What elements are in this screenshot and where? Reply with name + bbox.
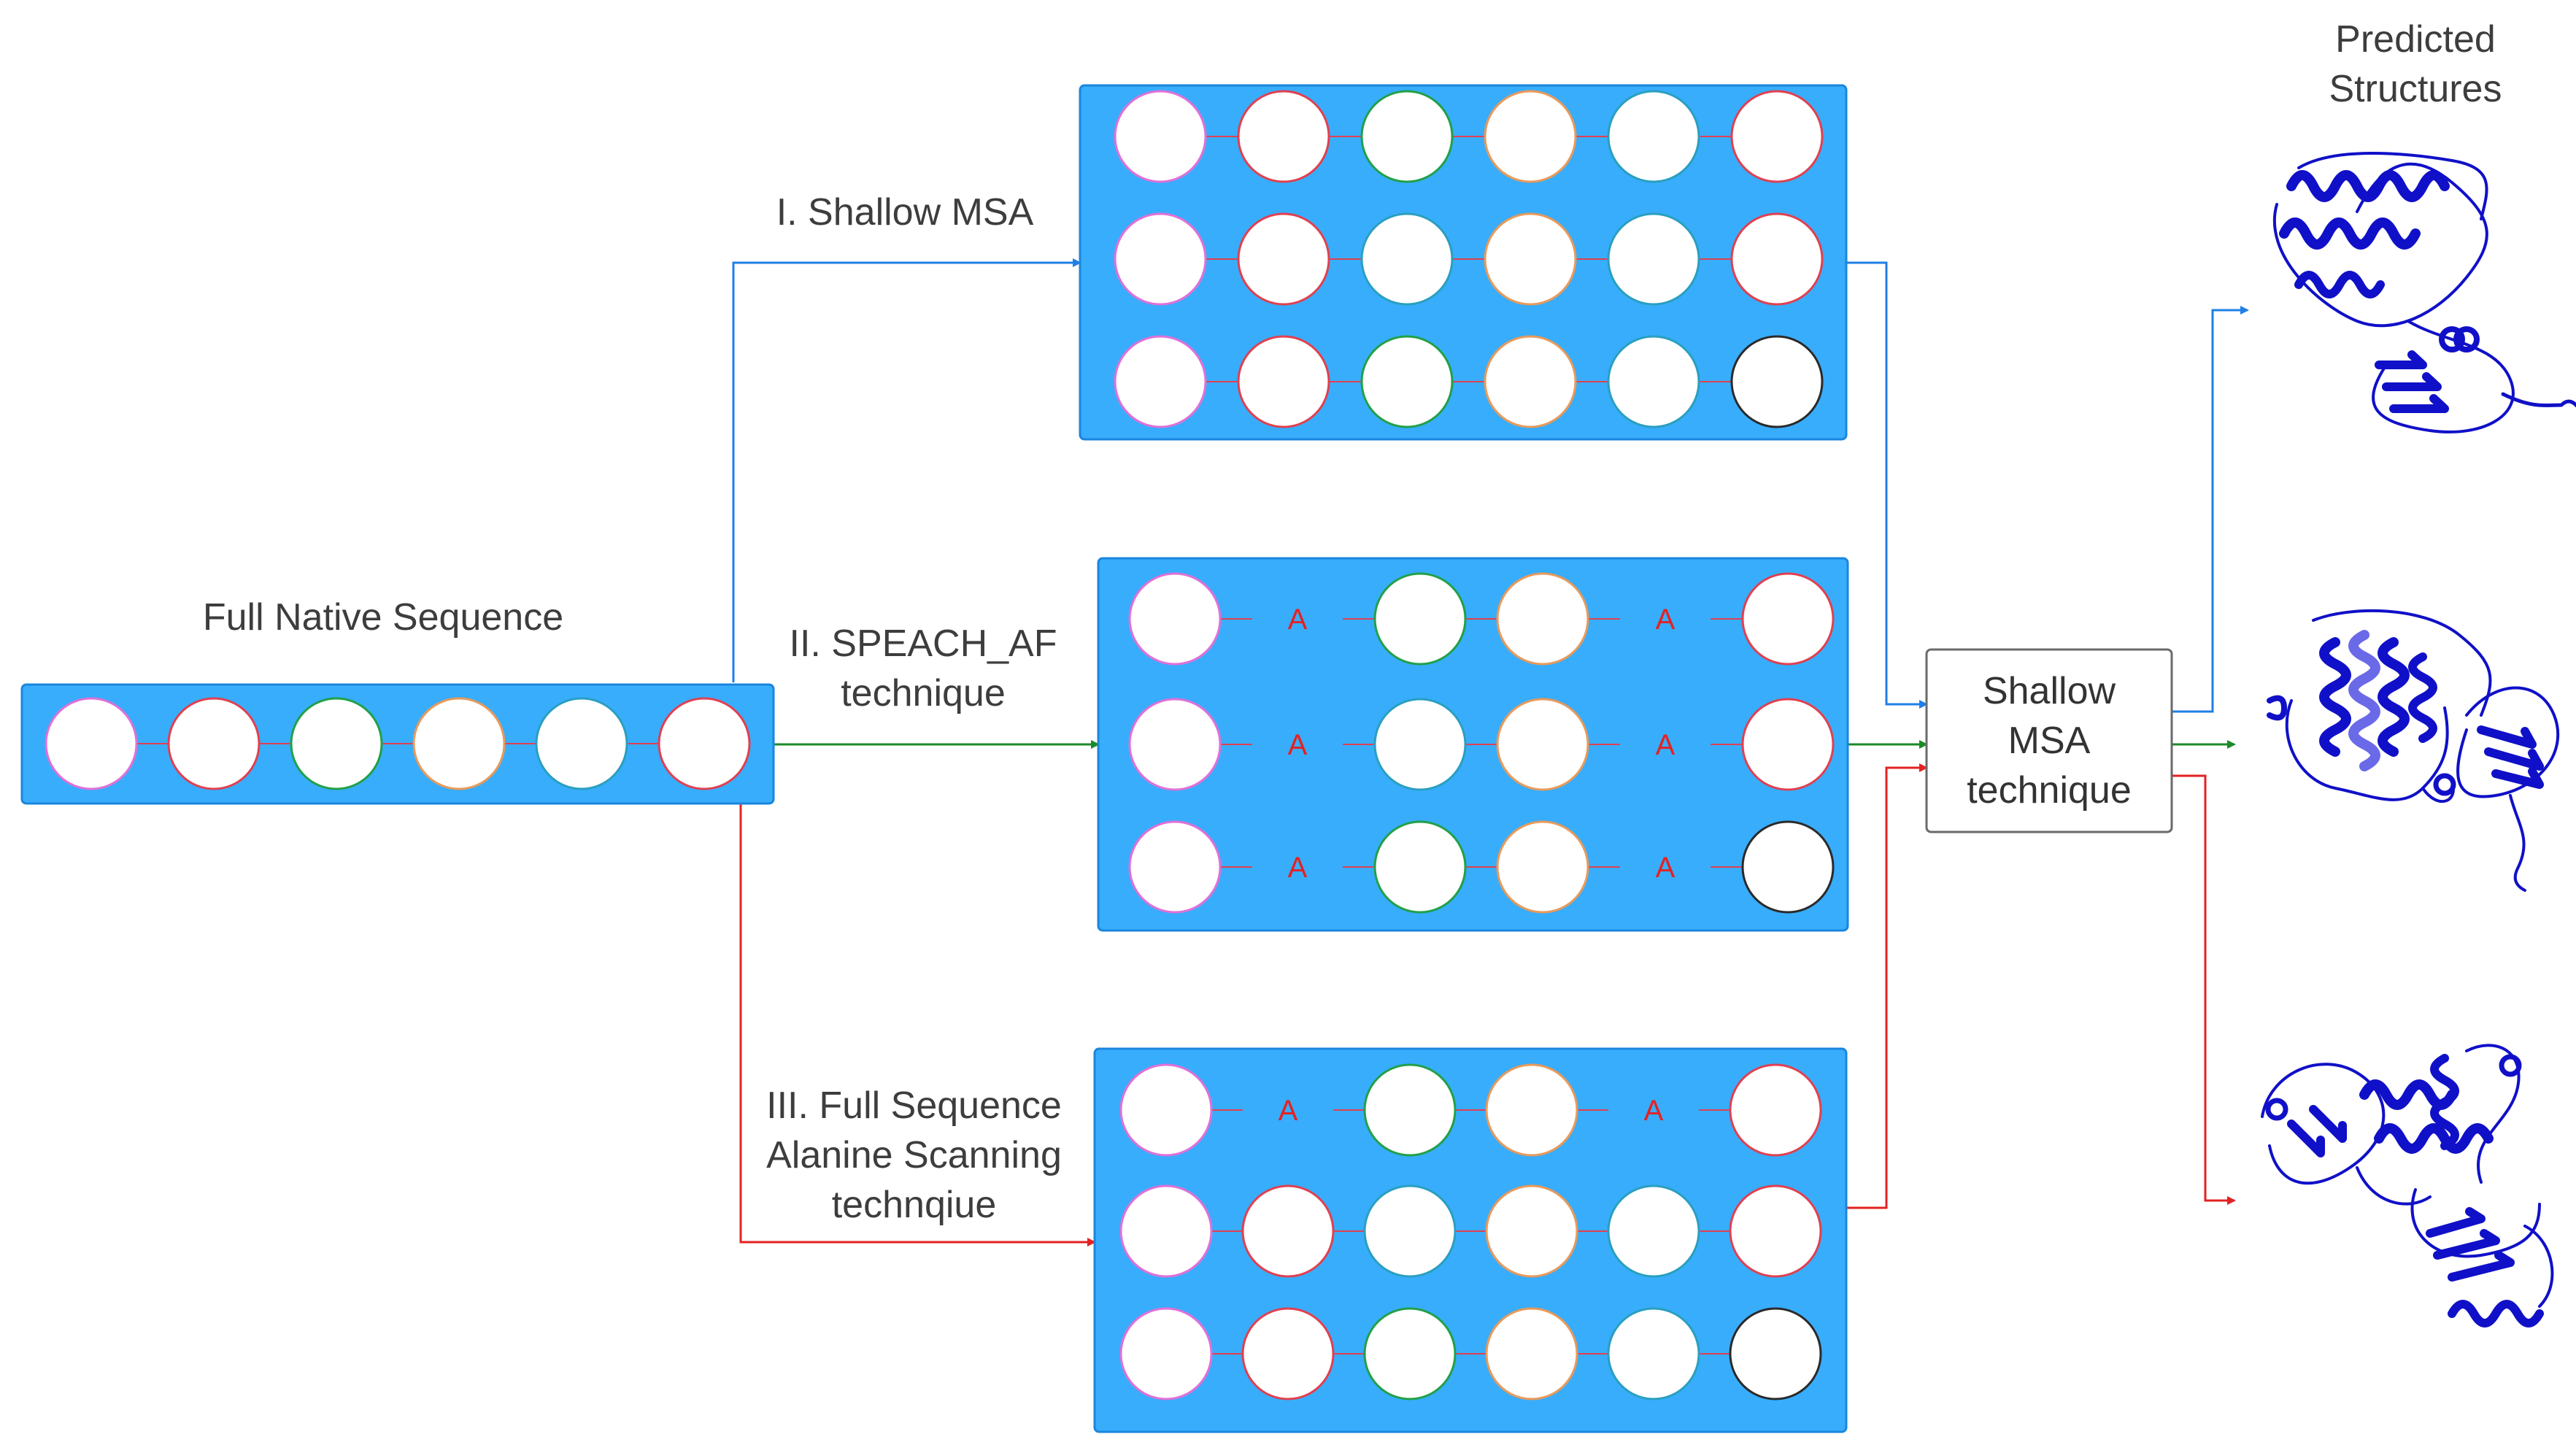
residue-circle-green — [1360, 335, 1454, 428]
speach-af-label-line1: II. SPEACH_AF — [789, 623, 1057, 665]
residue-circle-orange — [412, 697, 506, 790]
residue-circle-pink — [1119, 1184, 1213, 1278]
residue-circle-teal — [1607, 212, 1700, 306]
alanine-scanning-branch-label: III. Full Sequence Alanine Scanning tech… — [730, 1081, 1098, 1230]
alanine-label-background — [1276, 600, 1319, 638]
alanine-label-background — [1643, 600, 1687, 638]
predicted-structure-2 — [2267, 609, 2560, 892]
input-sequence-residues — [45, 697, 751, 790]
residue-circle-green — [1373, 820, 1467, 914]
alanine-substitution-label: A — [1288, 729, 1308, 761]
residue-circle-red — [1237, 212, 1330, 306]
residue-circle-orange — [1496, 820, 1589, 914]
technique-box-label: Shallow MSA technique — [1927, 650, 2172, 832]
residue-circle-red — [1241, 1307, 1335, 1400]
residue-circle-orange — [1485, 1184, 1578, 1278]
residue-circle-green — [290, 697, 383, 790]
input-sequence-label: Full Native Sequence — [202, 596, 564, 639]
residue-circle-pink — [1128, 820, 1222, 914]
residue-circle-teal — [1607, 1307, 1700, 1400]
speach-af-label-line2: technique — [841, 672, 1006, 714]
predicted-structure-1 — [2272, 152, 2576, 434]
technique-label-line2: MSA — [2008, 720, 2091, 762]
residue-circle-pink — [1128, 698, 1222, 791]
residue-circle-red — [1741, 698, 1835, 791]
residue-circle-orange — [1484, 335, 1577, 428]
residue-circle-red — [1741, 572, 1835, 666]
residue-circle-red — [1730, 212, 1824, 306]
predicted-structure-3 — [2261, 1044, 2554, 1328]
alanine-scanning-label-line2: Alanine Scanning — [766, 1134, 1062, 1176]
residue-circle-red — [1730, 90, 1824, 183]
residue-circle-orange — [1484, 212, 1577, 306]
shallow-msa-technique-box — [1925, 648, 2173, 833]
residue-circle-pink — [1114, 335, 1207, 428]
speach-af-branch-label: II. SPEACH_AF technique — [737, 619, 1109, 718]
residue-circle-green — [1360, 90, 1454, 183]
alanine-label-background — [1266, 1091, 1310, 1129]
residue-circle-teal — [1607, 335, 1700, 428]
alanine-substitution-label: A — [1279, 1095, 1298, 1127]
residue-circle-pink — [45, 697, 138, 790]
technique-to-structure-3-arrow — [2172, 774, 2236, 1205]
residue-circle-red — [1241, 1184, 1335, 1278]
technique-label-line1: Shallow — [1982, 670, 2116, 712]
alanine-substitution-label: A — [1656, 729, 1675, 761]
residue-circle-green — [1373, 572, 1467, 666]
residue-circle-green — [1363, 1063, 1457, 1157]
alanine-label-background — [1276, 725, 1319, 763]
residue-circle-dark — [1741, 820, 1835, 914]
residue-circle-red — [1237, 90, 1330, 183]
alanine-scanning-input-arrow — [739, 803, 1096, 1246]
residue-circle-red — [1729, 1063, 1822, 1157]
alanine-label-background — [1276, 848, 1319, 886]
shallow-msa-input-arrow — [732, 258, 1081, 682]
predicted-structures-line1: Predicted — [2335, 18, 2496, 61]
alanine-label-background — [1632, 1091, 1675, 1129]
alanine-substitution-label: A — [1288, 604, 1308, 636]
residue-circle-orange — [1496, 698, 1589, 791]
msa-residues: A A A A A A A A — [1114, 90, 1835, 1400]
shallow-msa-branch-label: I. Shallow MSA — [776, 191, 1034, 234]
residue-circle-teal — [1607, 1184, 1700, 1278]
residue-circle-orange — [1484, 90, 1577, 183]
residue-circle-pink — [1119, 1063, 1213, 1157]
residue-circle-teal — [535, 697, 628, 790]
residue-circle-pink — [1114, 212, 1207, 306]
residue-circle-teal — [1373, 698, 1467, 791]
alanine-substitution-label: A — [1656, 852, 1675, 884]
residue-circle-pink — [1114, 90, 1207, 183]
alanine-label-background — [1643, 725, 1687, 763]
residue-circle-teal — [1360, 212, 1454, 306]
alanine-substitution-label: A — [1644, 1095, 1664, 1127]
residue-circle-red — [1729, 1184, 1822, 1278]
residue-circle-dark — [1729, 1307, 1822, 1400]
predicted-structures-heading: Predicted Structures — [2306, 15, 2525, 114]
alanine-scanning-label-line1: III. Full Sequence — [766, 1084, 1062, 1127]
residue-circle-orange — [1485, 1307, 1578, 1400]
residue-circle-teal — [1363, 1184, 1457, 1278]
residue-circle-pink — [1119, 1307, 1213, 1400]
residue-circle-red — [658, 697, 751, 790]
residue-circle-red — [1237, 335, 1330, 428]
residue-circle-green — [1363, 1307, 1457, 1400]
predicted-structures-line2: Structures — [2329, 68, 2502, 110]
residue-circle-red — [167, 697, 261, 790]
connector-lines — [732, 258, 2249, 1246]
residue-circle-orange — [1496, 572, 1589, 666]
residue-circle-dark — [1730, 335, 1824, 428]
alanine-scanning-label-line3: technqiue — [831, 1184, 997, 1226]
alanine-substitution-label: A — [1656, 604, 1675, 636]
technique-to-structure-1-arrow — [2172, 306, 2249, 713]
residue-circle-pink — [1128, 572, 1222, 666]
alanine-scanning-to-technique-arrow — [1846, 763, 1928, 1209]
alanine-label-background — [1643, 848, 1687, 886]
alanine-substitution-label: A — [1288, 852, 1308, 884]
residue-circle-orange — [1485, 1063, 1578, 1157]
technique-label-line3: technique — [1967, 769, 2132, 812]
residue-circle-teal — [1607, 90, 1700, 183]
shallow-msa-to-technique-arrow — [1846, 261, 1928, 709]
